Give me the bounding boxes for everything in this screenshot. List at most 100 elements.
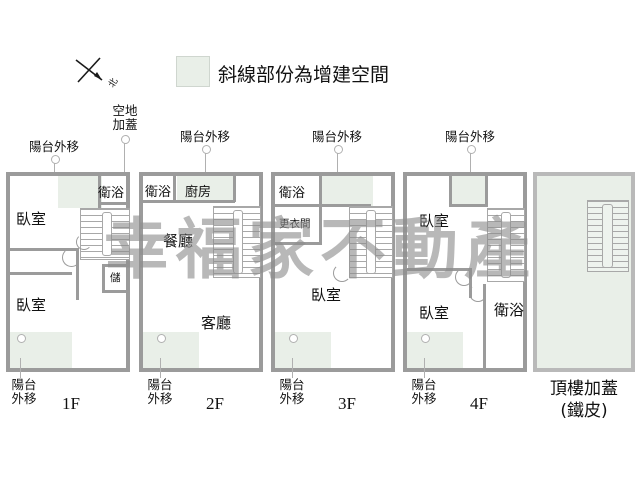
leader-line (337, 148, 338, 172)
leader-line (160, 358, 161, 378)
wall-interior (319, 207, 322, 245)
floor-name-rooftop-line1: 頂樓加蓋 (550, 379, 618, 399)
wall-interior (275, 242, 321, 245)
addition-balcony-top (321, 176, 373, 206)
annotation-balcony-3f-top: 陽台外移 (311, 129, 362, 144)
addition-balcony-bottom (275, 332, 331, 368)
leader-marker (51, 155, 60, 164)
annotation-balcony-1f-bottom: 陽台 外移 (11, 377, 37, 406)
wall-right (523, 172, 527, 372)
wall-interior (102, 264, 130, 267)
leader-line (20, 358, 21, 378)
leader-marker (334, 145, 343, 154)
door-arc (333, 264, 351, 282)
wall-bottom (271, 368, 395, 372)
floor-name-4f: 4F (470, 394, 488, 413)
room-label-dining: 餐廳 (163, 232, 194, 250)
leader-line (54, 158, 55, 172)
stair-handrail (366, 210, 376, 274)
room-label-living: 客廳 (201, 314, 232, 332)
wall-interior (449, 176, 452, 206)
door-arc (62, 248, 81, 267)
floor-name-rooftop: 頂樓加蓋 (鐵皮) (525, 378, 640, 422)
leader-line (292, 358, 293, 378)
room-label-bathroom: 衛浴 (145, 185, 172, 200)
addition-kitchen-balcony (177, 176, 235, 202)
floor-unit-4f: 臥室 臥室 衛浴 (403, 172, 527, 372)
north-arrow-icon: 北 (72, 54, 128, 94)
annotation-vacant-cover-1f: 空地 加蓋 (112, 103, 138, 132)
room-label-bathroom: 衛浴 (279, 186, 306, 201)
addition-balcony-bottom (407, 332, 463, 368)
wall-interior (102, 290, 130, 293)
leader-marker (421, 334, 430, 343)
wall-interior (10, 248, 78, 251)
wall-interior (407, 268, 471, 271)
room-label-bathroom: 衛浴 (493, 300, 525, 320)
wall-right (259, 172, 263, 372)
addition-balcony-bottom (143, 332, 199, 368)
room-label-bedroom-2: 臥室 (419, 304, 450, 322)
leader-marker (17, 334, 26, 343)
wall-left (403, 172, 407, 372)
room-label-bedroom-2: 臥室 (16, 296, 47, 314)
wall-left (533, 172, 537, 372)
door-arc (76, 234, 92, 250)
room-label-closet: 更衣間 (279, 218, 311, 230)
room-label-bathroom-text: 衛浴 (494, 301, 525, 319)
legend-label: 斜線部份為增建空間 (218, 64, 390, 86)
wall-top (271, 172, 395, 176)
floor-name-1f: 1F (62, 394, 80, 413)
annotation-balcony-3f-bottom: 陽台 外移 (279, 377, 305, 406)
floor-name-rooftop-line2: (鐵皮) (560, 401, 608, 421)
wall-interior (275, 204, 321, 207)
wall-interior (98, 202, 130, 205)
wall-interior (102, 264, 105, 292)
wall-interior (485, 176, 488, 207)
wall-left (139, 172, 143, 372)
stair-handrail (102, 212, 112, 256)
floor-unit-2f: 衛浴 廚房 餐廳 客廳 (139, 172, 263, 372)
leader-marker (202, 145, 211, 154)
wall-left (271, 172, 275, 372)
floor-unit-rooftop (533, 172, 635, 372)
wall-interior (173, 176, 176, 202)
wall-bottom (533, 368, 635, 372)
stair-handrail (501, 212, 511, 278)
annotation-balcony-2f-bottom: 陽台 外移 (147, 377, 173, 406)
wall-bottom (6, 368, 130, 372)
wall-interior (143, 200, 235, 203)
annotation-balcony-2f-top: 陽台外移 (179, 129, 230, 144)
wall-interior (483, 284, 486, 368)
wall-right (126, 172, 130, 372)
door-arc (469, 284, 487, 302)
wall-top (533, 172, 635, 176)
leader-marker (121, 135, 130, 144)
wall-top (139, 172, 263, 176)
wall-bottom (403, 368, 527, 372)
stair-handrail (602, 204, 613, 268)
wall-interior (319, 176, 322, 207)
floor-name-2f: 2F (206, 394, 224, 413)
wall-bottom (139, 368, 263, 372)
wall-interior (449, 204, 487, 207)
annotation-balcony-4f-bottom: 陽台 外移 (411, 377, 437, 406)
addition-balcony-top (58, 176, 102, 208)
addition-balcony-top (451, 176, 487, 206)
door-arc (455, 268, 473, 286)
room-label-kitchen: 廚房 (185, 185, 212, 200)
floor-unit-3f: 衛浴 更衣間 臥室 (271, 172, 395, 372)
room-label-storage: 儲 (110, 272, 121, 284)
wall-top (6, 172, 130, 176)
floor-name-3f: 3F (338, 394, 356, 413)
wall-top (403, 172, 527, 176)
leader-marker (157, 334, 166, 343)
leader-line (205, 148, 206, 172)
leader-marker (289, 334, 298, 343)
wall-interior (233, 176, 236, 202)
annotation-balcony-1f-top: 陽台外移 (28, 139, 79, 154)
room-label-bedroom-1: 臥室 (419, 212, 450, 230)
leader-marker (467, 145, 476, 154)
leader-line (470, 148, 471, 172)
